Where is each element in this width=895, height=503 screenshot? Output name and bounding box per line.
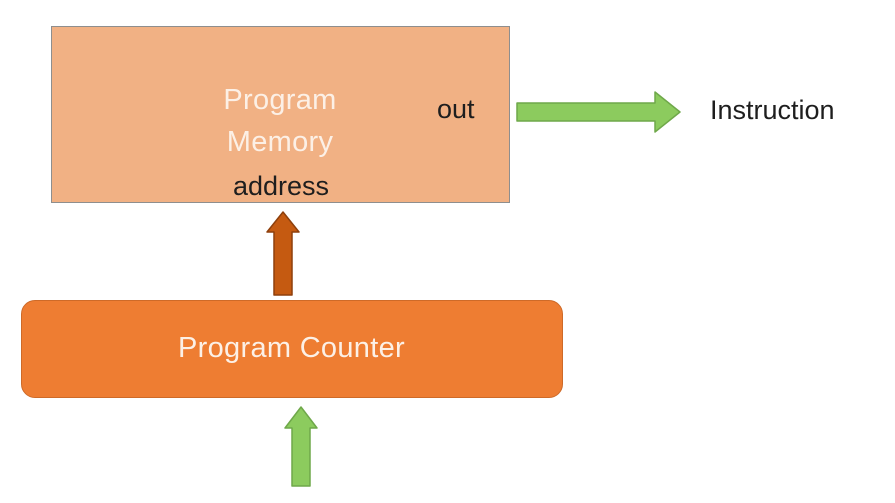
output-arrow <box>516 91 681 133</box>
program-counter-block: Program Counter <box>21 300 563 398</box>
counter-input-arrow <box>284 406 318 487</box>
program-memory-block: Program Memory out address <box>51 26 510 203</box>
program-memory-title-line2: Memory <box>226 126 334 158</box>
instruction-output-label: Instruction <box>710 95 835 125</box>
address-arrow <box>266 211 300 296</box>
program-memory-title: Program Memory <box>52 79 508 163</box>
memory-out-port-label: out <box>437 94 475 124</box>
program-memory-title-line1: Program <box>223 84 337 116</box>
program-counter-label: Program Counter <box>178 332 405 364</box>
memory-address-port-label: address <box>232 171 330 201</box>
